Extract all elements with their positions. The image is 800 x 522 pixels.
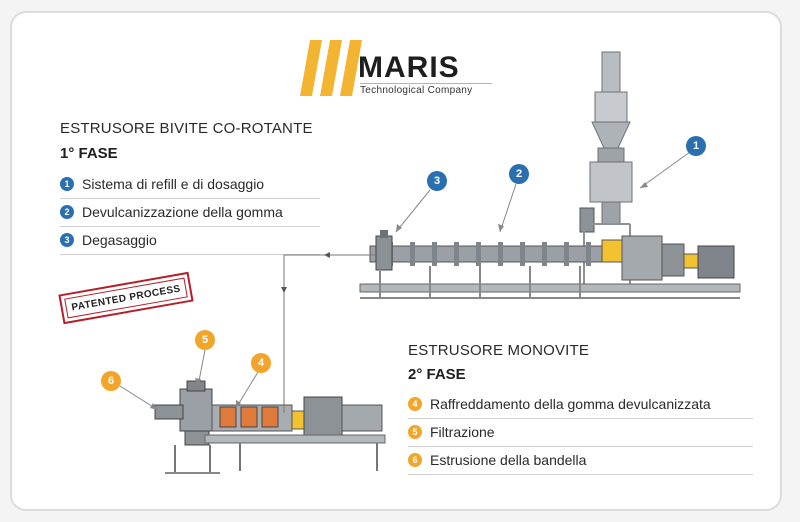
maris-logo-mark	[300, 40, 362, 96]
list-item: 5 Filtrazione	[408, 420, 495, 444]
list-item-label: Filtrazione	[430, 424, 495, 440]
list-item-label: Degasaggio	[82, 232, 157, 248]
list-item-label: Raffreddamento della gomma devulcanizzat…	[430, 396, 711, 412]
single-screw-extruder-illustration	[154, 380, 386, 474]
phase-2-label: 2° FASE	[408, 366, 466, 383]
list-item: 1 Sistema di refill e di dosaggio	[60, 172, 264, 196]
number-badge: 5	[408, 425, 422, 439]
callout-3: 3	[427, 171, 447, 191]
callout-2: 2	[509, 164, 529, 184]
list-item: 2 Devulcanizzazione della gomma	[60, 200, 283, 224]
divider	[60, 226, 320, 227]
list-item: 6 Estrusione della bandella	[408, 448, 586, 472]
divider	[408, 418, 753, 419]
callout-1: 1	[686, 136, 706, 156]
divider	[60, 198, 320, 199]
list-item-label: Devulcanizzazione della gomma	[82, 204, 283, 220]
twin-extruder-title: ESTRUSORE BIVITE CO-ROTANTE	[60, 120, 313, 137]
number-badge: 3	[60, 233, 74, 247]
list-item: 4 Raffreddamento della gomma devulcanizz…	[408, 392, 711, 416]
phase-1-label: 1° FASE	[60, 145, 118, 162]
callout-4: 4	[251, 353, 271, 373]
callout-5: 5	[195, 330, 215, 350]
callout-6: 6	[101, 371, 121, 391]
brand-tagline: Technological Company	[360, 85, 473, 96]
number-badge: 6	[408, 453, 422, 467]
number-badge: 1	[60, 177, 74, 191]
single-extruder-title: ESTRUSORE MONOVITE	[408, 342, 590, 359]
divider	[408, 446, 753, 447]
divider	[408, 474, 753, 475]
brand-name: MARIS	[358, 51, 460, 84]
list-item-label: Sistema di refill e di dosaggio	[82, 176, 265, 192]
brand-underline	[360, 83, 492, 84]
list-item: 3 Degasaggio	[60, 228, 157, 252]
divider	[60, 254, 320, 255]
list-item-label: Estrusione della bandella	[430, 452, 587, 468]
number-badge: 4	[408, 397, 422, 411]
twin-screw-extruder-illustration	[359, 51, 741, 299]
feed-connection-line	[281, 252, 376, 413]
number-badge: 2	[60, 205, 74, 219]
